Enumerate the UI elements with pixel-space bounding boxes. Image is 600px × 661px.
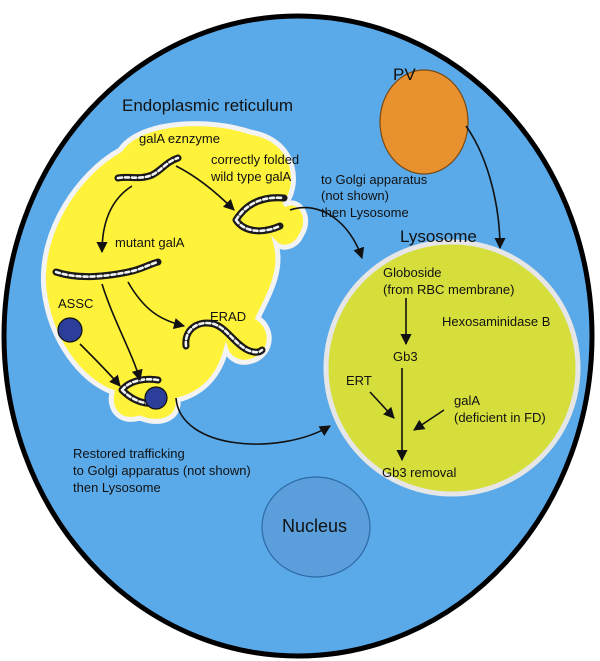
arrow-pv-to-lysosome — [465, 125, 506, 250]
gala-enzyme-chain — [114, 154, 182, 182]
assc-molecule — [57, 317, 83, 343]
gb3-label: Gb3 — [393, 349, 418, 364]
gala-deficient-label-1: galA — [454, 393, 480, 408]
gala-enzyme-label: galA eznzyme — [139, 131, 220, 146]
mutant-gala-chain — [52, 258, 162, 281]
hexosaminidase-label: Hexosaminidase B — [442, 314, 550, 329]
to-golgi-label-3: then Lysosome — [321, 205, 409, 220]
er-label: Endoplasmic reticulum — [122, 96, 293, 115]
arrow-mutant-to-restored — [101, 283, 143, 382]
globoside-label-2: (from RBC membrane) — [383, 282, 514, 297]
globoside-label-1: Globoside — [383, 265, 442, 280]
nucleus — [261, 476, 371, 578]
gb3-removal-label: Gb3 removal — [382, 465, 457, 480]
ert-label: ERT — [346, 373, 372, 388]
arrow-assc-to-restored — [79, 343, 121, 387]
assc-bound-molecule — [144, 386, 168, 410]
lysosome — [323, 239, 581, 497]
correctly-folded-label-1: correctly folded — [211, 152, 299, 167]
to-golgi-label-2: (not shown) — [321, 188, 389, 203]
arrow-restored-to-lysosome — [175, 397, 331, 445]
assc-label: ASSC — [58, 296, 93, 311]
correctly-folded-label-2: wild type galA — [210, 169, 292, 184]
arrow-enzyme-to-mutant — [96, 185, 133, 254]
gala-deficient-label-2: (deficient in FD) — [454, 410, 546, 425]
mutant-gala-label: mutant galA — [115, 235, 185, 250]
pv-label: PV — [393, 65, 416, 84]
pv-organelle — [379, 69, 469, 175]
arrow-folded-to-lysosome — [289, 206, 365, 260]
restored-label-2: to Golgi apparatus (not shown) — [73, 463, 251, 478]
restored-label-3: then Lysosome — [73, 480, 161, 495]
arrow-ert — [369, 391, 395, 419]
arrow-gala-deficient — [413, 409, 445, 431]
arrow-enzyme-to-folded — [175, 165, 235, 211]
lysosome-label: Lysosome — [400, 227, 477, 246]
erad-chain — [182, 319, 266, 356]
nucleus-label: Nucleus — [282, 516, 347, 536]
folded-gala-chain — [232, 194, 288, 235]
to-golgi-label-1: to Golgi apparatus — [321, 172, 428, 187]
arrow-mutant-to-erad — [127, 281, 186, 329]
restored-label-1: Restored trafficking — [73, 446, 185, 461]
erad-label: ERAD — [210, 309, 246, 324]
